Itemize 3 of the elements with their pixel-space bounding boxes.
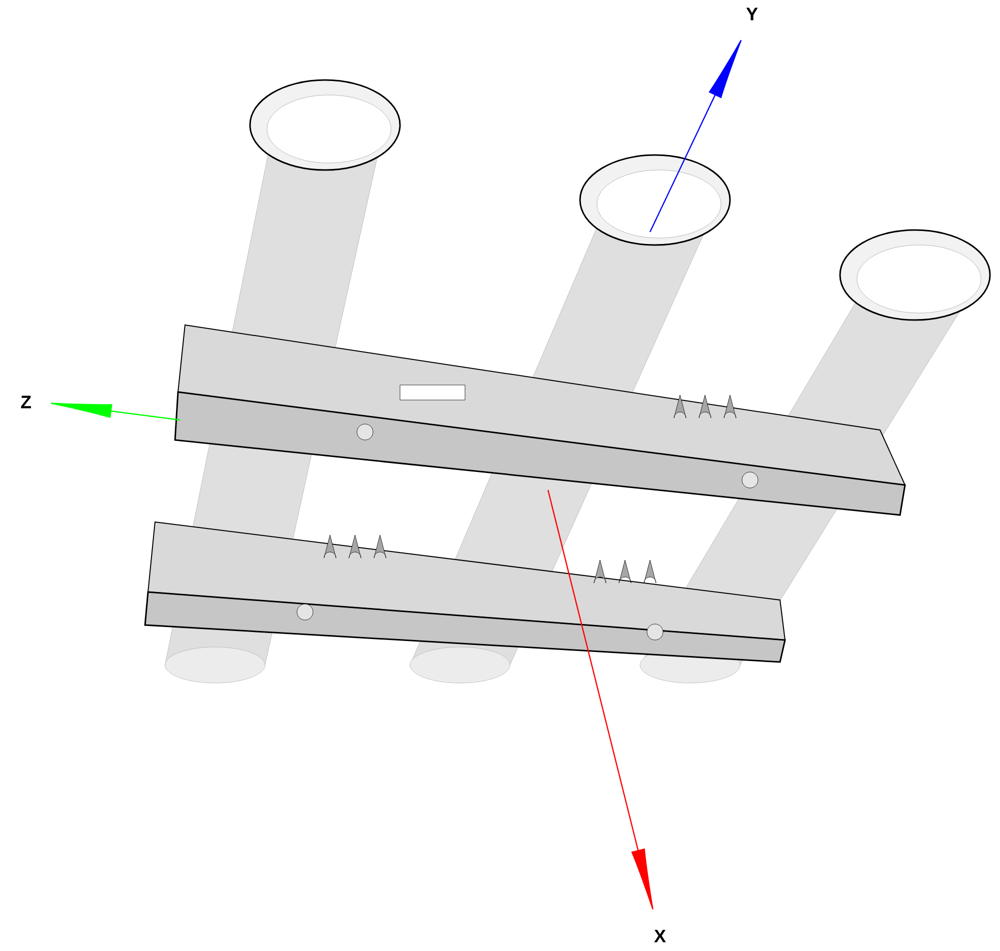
- axis-label: Z: [21, 396, 31, 408]
- axis-label: Y: [746, 8, 758, 20]
- axis-label: X: [654, 930, 666, 942]
